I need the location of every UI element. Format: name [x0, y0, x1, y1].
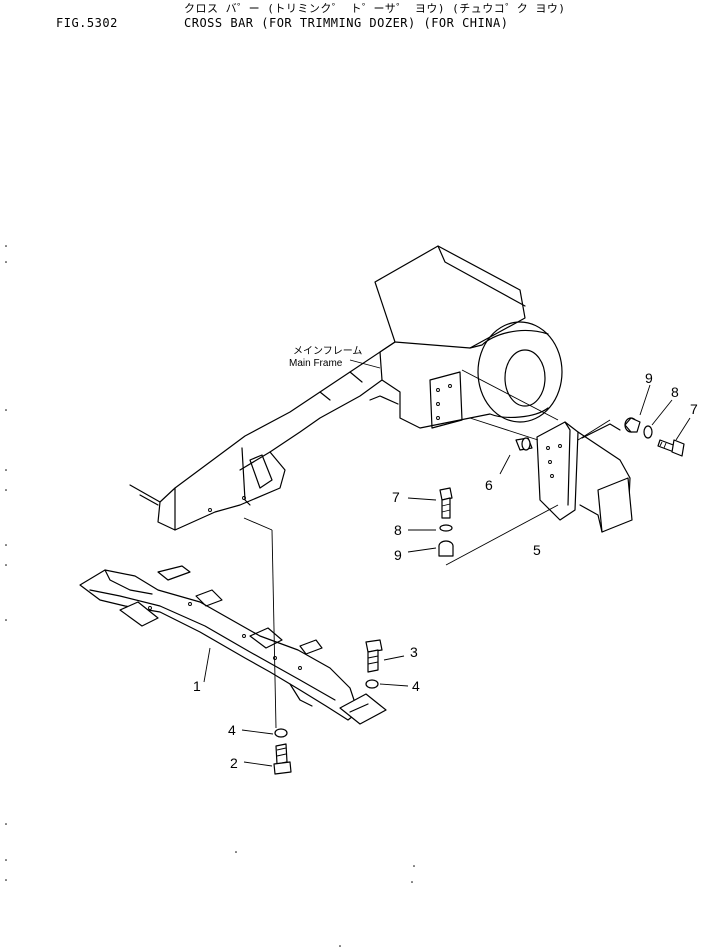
scan-specks [5, 245, 415, 947]
callout-4-right: 4 [412, 678, 420, 694]
title-japanese: クロス バ゜ー (トリミンク゜ ト゜ーサ゜ ヨウ) (チュウコ゜ク ヨウ) [184, 2, 566, 15]
bolt-stack-middle [438, 487, 454, 557]
bolt-part-3 [365, 639, 383, 689]
main-frame-label-jp: メインフレーム [293, 345, 362, 357]
callout-9-right: 9 [645, 370, 653, 386]
callout-9-middle: 9 [394, 547, 402, 563]
callout-8-middle: 8 [394, 522, 402, 538]
title-english: CROSS BAR (FOR TRIMMING DOZER) (FOR CHIN… [184, 16, 509, 30]
bracket-part-5 [536, 421, 633, 533]
main-frame [129, 245, 563, 531]
callout-3: 3 [410, 644, 418, 660]
cross-bar-part-1 [79, 565, 387, 725]
callout-6: 6 [485, 477, 493, 493]
callout-2: 2 [230, 755, 238, 771]
figure-number: FIG.5302 [56, 16, 118, 30]
bolt-part-2 [273, 728, 292, 775]
callout-1: 1 [193, 678, 201, 694]
main-frame-label-en: Main Frame [289, 358, 343, 369]
callout-7-middle: 7 [392, 489, 400, 505]
callout-7-right: 7 [690, 401, 698, 417]
callout-5: 5 [533, 542, 541, 558]
bolt-stack-right [624, 417, 685, 457]
callout-8-right: 8 [671, 384, 679, 400]
pin-part-6 [515, 437, 533, 451]
main-frame-leader [349, 359, 381, 369]
callout-4-lower: 4 [228, 722, 236, 738]
